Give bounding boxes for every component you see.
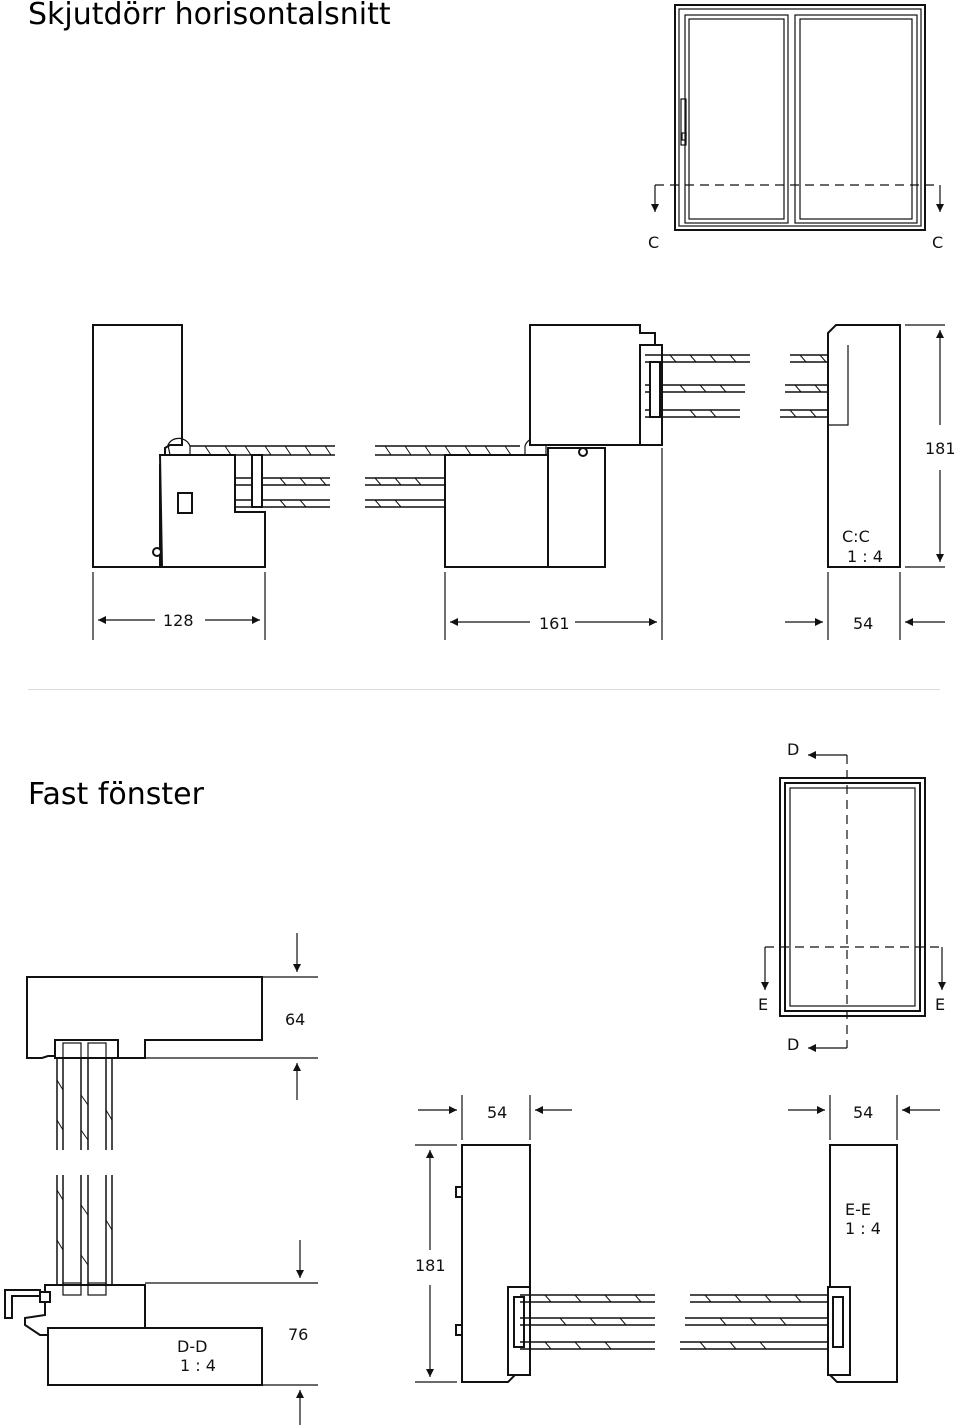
section-cc-scale: 1 : 4 xyxy=(847,547,883,566)
dimension-64: 64 xyxy=(285,1010,305,1029)
door-elevation-view xyxy=(651,4,944,231)
section-mark-d-top: D xyxy=(787,740,799,759)
dimension-54-right: 54 xyxy=(853,1103,873,1122)
window-section-dd xyxy=(4,933,318,1425)
dimension-76: 76 xyxy=(288,1325,308,1344)
section-mark-c-right: C xyxy=(932,233,943,252)
section-ee-label: E-E xyxy=(845,1200,871,1219)
lock-icon xyxy=(177,492,193,514)
window-section-title: Fast fönster xyxy=(28,777,204,812)
dimension-181-window: 181 xyxy=(415,1256,446,1275)
section-mark-e-right: E xyxy=(935,995,945,1014)
dimension-54: 54 xyxy=(853,614,873,633)
section-cc-label: C:C xyxy=(842,527,870,546)
section-mark-e-left: E xyxy=(758,995,768,1014)
section-ee-scale: 1 : 4 xyxy=(845,1219,881,1238)
dimension-161: 161 xyxy=(539,614,570,633)
section-divider xyxy=(28,689,940,690)
door-handle-icon xyxy=(680,98,687,146)
section-dd-scale: 1 : 4 xyxy=(180,1356,216,1375)
window-section-ee xyxy=(415,1095,940,1383)
section-mark-c-left: C xyxy=(648,233,659,252)
door-section-title: Skjutdörr horisontalsnitt xyxy=(28,0,391,32)
section-mark-d-bottom: D xyxy=(787,1035,799,1054)
window-elevation-view xyxy=(761,751,946,1052)
door-section-cc xyxy=(92,324,945,640)
dimension-54-left: 54 xyxy=(487,1103,507,1122)
dimension-128: 128 xyxy=(163,611,194,630)
dimension-181: 181 xyxy=(925,439,956,458)
section-dd-label: D-D xyxy=(177,1337,207,1356)
